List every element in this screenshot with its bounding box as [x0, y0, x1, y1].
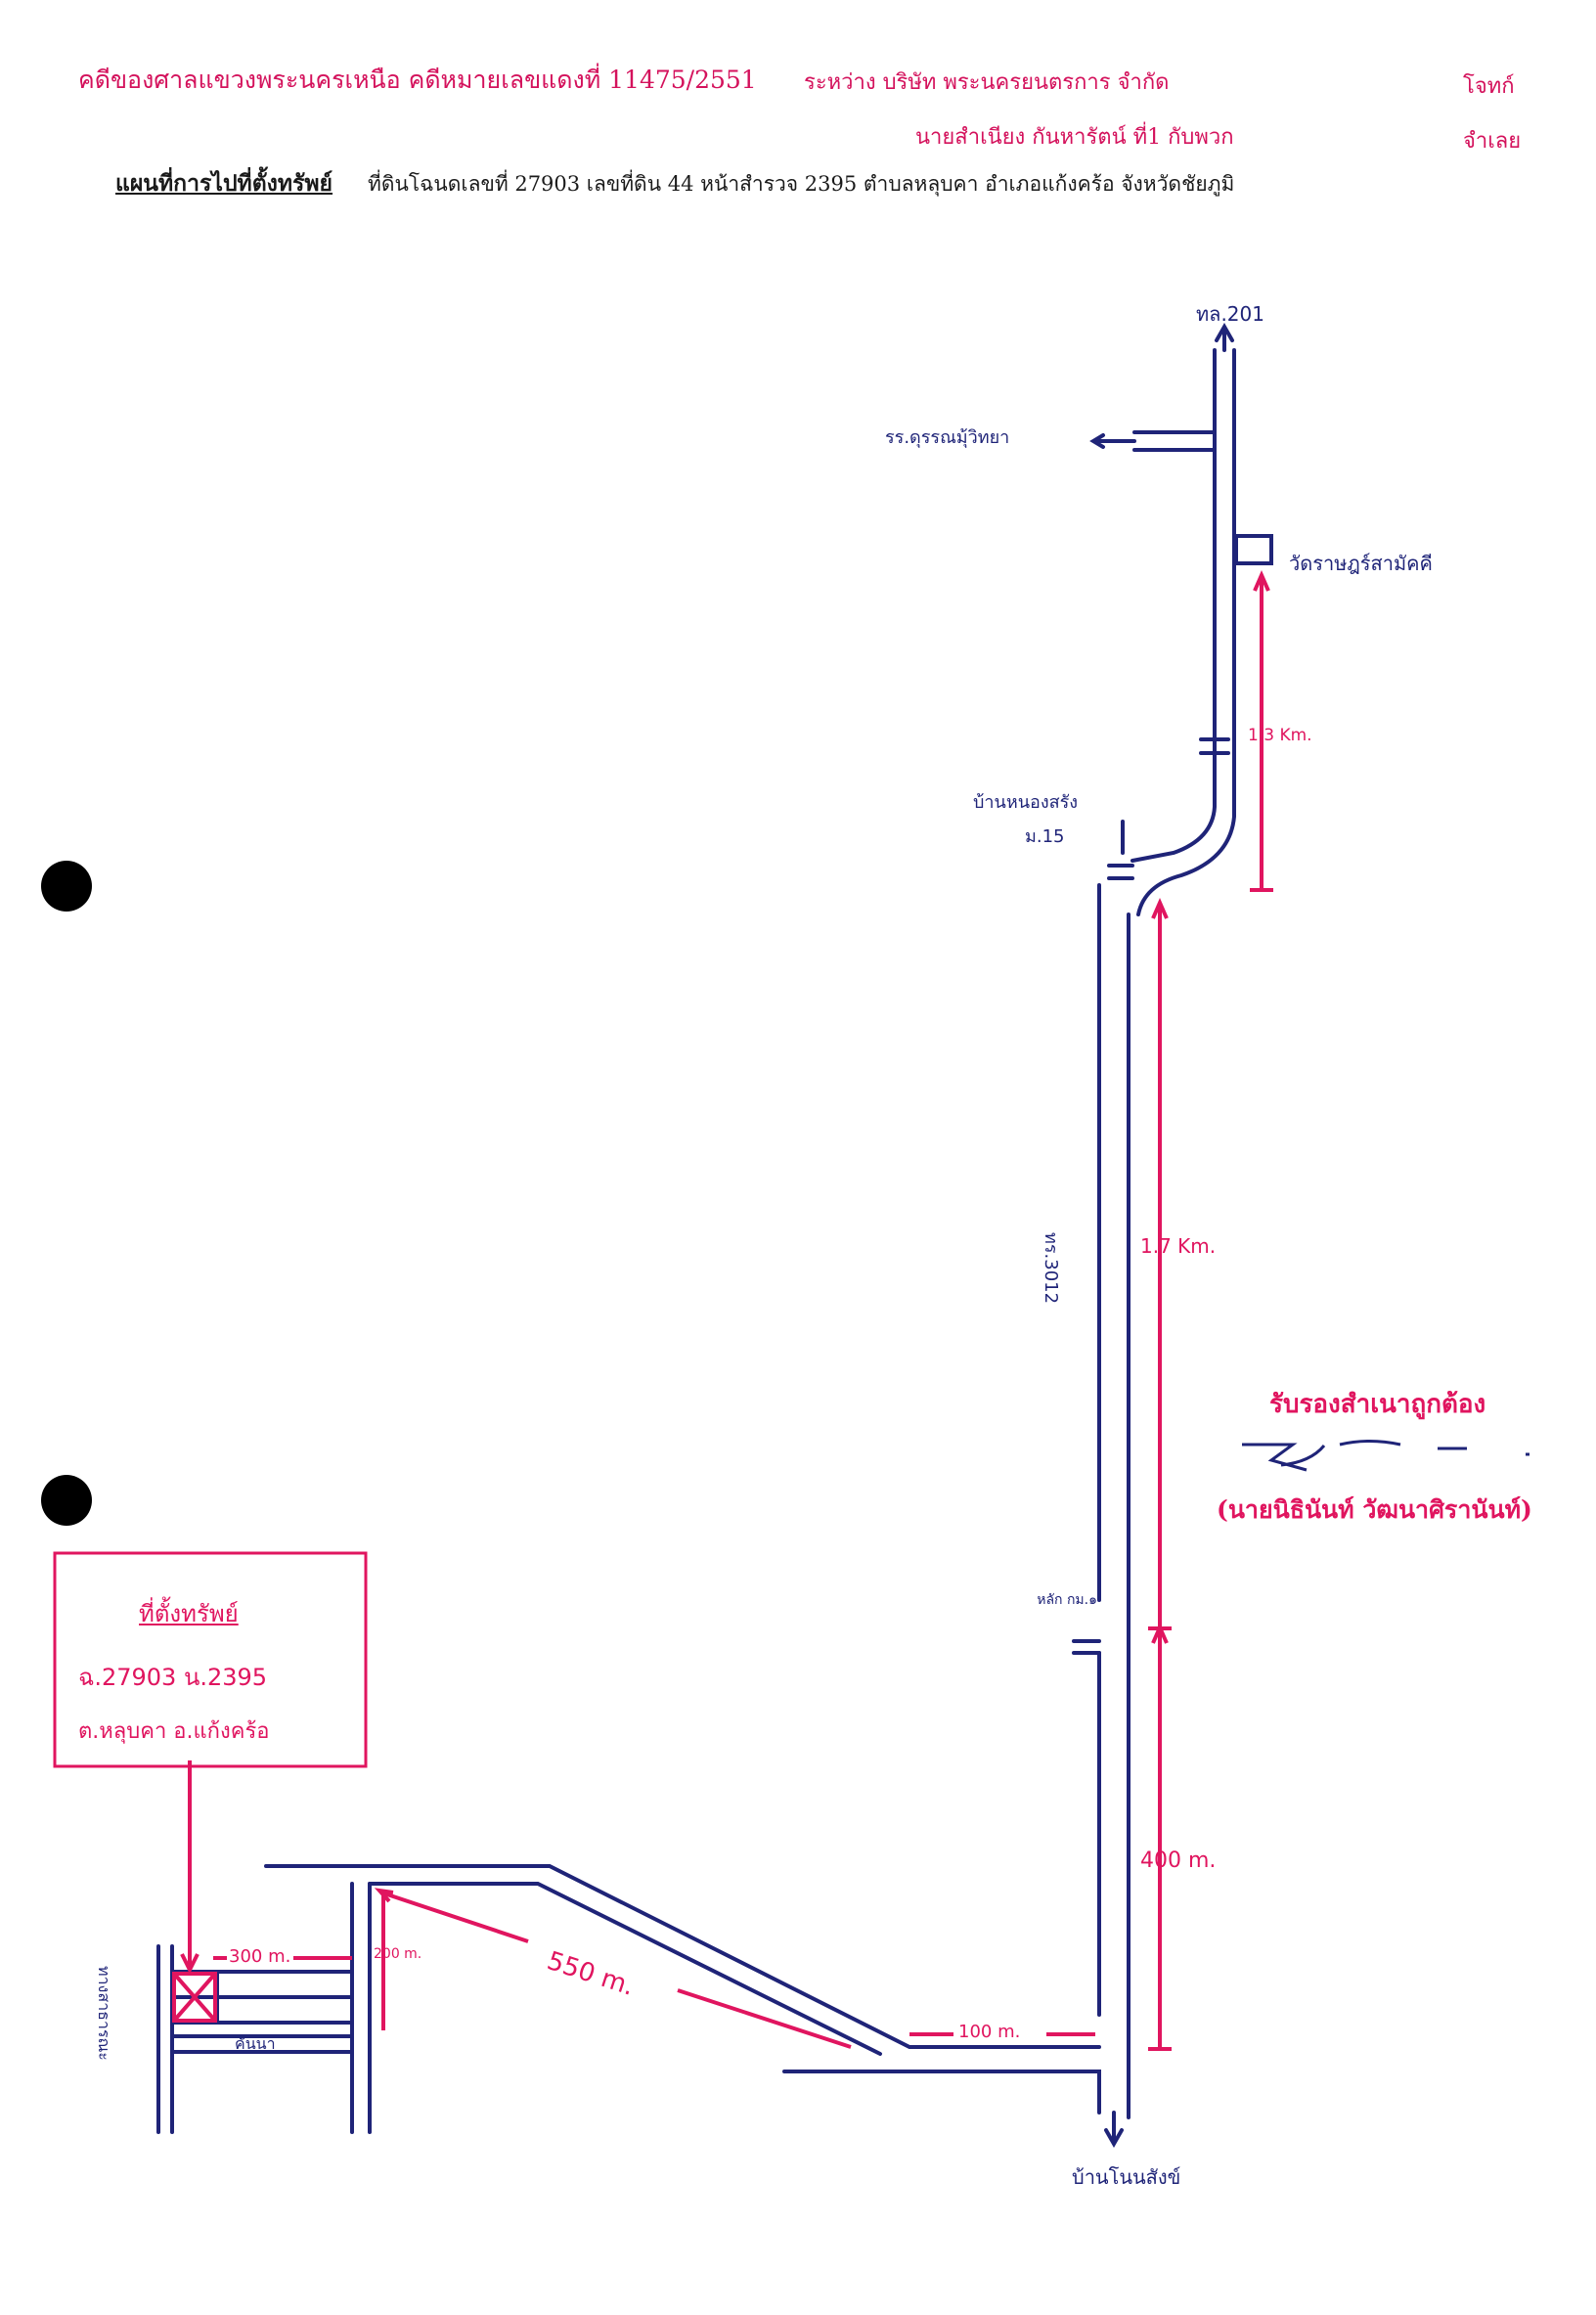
highway-right-edge	[1136, 348, 1236, 916]
diagonal-road-top	[264, 1864, 1101, 2049]
distance-1-7km: 1.7 Km.	[1140, 1234, 1217, 1258]
property-box-line2: ต.หลุบคา อ.แก้งคร้อ	[78, 1719, 270, 1744]
temple-box	[1234, 534, 1273, 565]
dimension-lines	[180, 570, 1273, 2051]
plaintiff-role: โจทก์	[1463, 74, 1515, 99]
distance-400m: 400 m.	[1140, 1848, 1217, 1873]
lower-road	[782, 2070, 1101, 2115]
village-moo-label: ม.15	[1025, 826, 1065, 847]
dim-1-7km	[1148, 898, 1172, 1630]
map-subtitle: ที่ดินโฉนดเลขที่ 27903 เลขที่ดิน 44 หน้า…	[368, 172, 1235, 196]
school-arrow	[1089, 433, 1136, 449]
defendant-name: นายสำเนียง กันหารัตน์ ที่1 กับพวก	[915, 125, 1234, 150]
map-title: แผนที่การไปที่ตั้งทรัพย์	[115, 170, 333, 197]
diagonal-road-bottom	[368, 1882, 882, 2056]
defendant-role: จำเลย	[1463, 129, 1522, 154]
between-company: ระหว่าง บริษัท พระนครยนตรการ จำกัด	[804, 70, 1170, 95]
punch-hole-bottom	[41, 1475, 92, 1526]
canal-label: คันนา	[235, 2034, 276, 2053]
distance-300m: 300 m.	[229, 1946, 291, 1967]
dim-550m	[374, 1888, 852, 2049]
property-box-line1: ฉ.27903 น.2395	[78, 1664, 268, 1691]
certification-name: (นายนิธินันท์ วัฒนาศิรานันท์)	[1217, 1495, 1532, 1524]
dim-400m	[1148, 1623, 1172, 2051]
north-arrow-top	[1215, 322, 1234, 352]
village-nong-label: บ้านหนองสรัง	[973, 792, 1079, 813]
distance-1-3km: 1.3 Km.	[1248, 726, 1312, 745]
road-3012-label: ทร.3012	[1041, 1232, 1061, 1305]
certification-title: รับรองสำเนาถูกต้อง	[1269, 1390, 1486, 1419]
distance-200m: 200 m.	[374, 1946, 422, 1962]
property-marker	[172, 1972, 217, 2023]
km-marker-label: หลัก กม.๑	[1037, 1592, 1097, 1608]
highway-top-label: ทล.201	[1196, 302, 1264, 326]
court-case-line: คดีของศาลแขวงพระนครเหนือ คดีหมายเลขแดงที…	[78, 66, 757, 94]
property-pointer	[180, 1760, 200, 1975]
south-arrow-bottom	[1104, 2111, 1124, 2149]
dim-1-3km	[1250, 570, 1273, 892]
property-box-title: ที่ตั้งทรัพย์	[139, 1600, 239, 1627]
side-road-label: ทางสาธารณะ	[95, 1966, 113, 2061]
village-bottom-label: บ้านโนนสังข์	[1072, 2165, 1181, 2189]
temple-label: วัดราษฎร์สามัคคี	[1289, 552, 1433, 575]
road-network	[156, 322, 1273, 2149]
school-label: รร.ดุรรณมุ้วิทยา	[885, 427, 1010, 448]
highway-left-edge	[1130, 348, 1217, 863]
signature	[1242, 1440, 1530, 1472]
property-box-frame	[53, 1551, 368, 1768]
distance-100m: 100 m.	[958, 2022, 1021, 2042]
punch-hole-top	[41, 861, 92, 912]
